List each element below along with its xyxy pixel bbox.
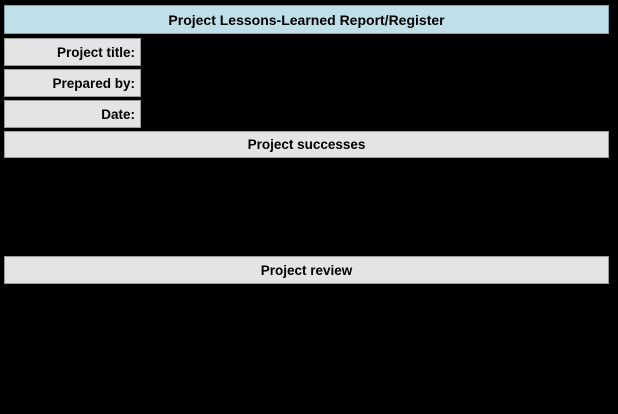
project-review-content-cell[interactable]: [4, 285, 609, 409]
project-title-value-cell[interactable]: [141, 38, 609, 66]
date-value-cell[interactable]: [141, 100, 609, 128]
report-title-bar: Project Lessons-Learned Report/Register: [4, 5, 609, 34]
prepared-by-label: Prepared by:: [4, 69, 141, 97]
project-successes-content-cell[interactable]: [4, 159, 609, 255]
project-review-heading: Project review: [260, 262, 353, 278]
project-successes-header: Project successes: [4, 131, 609, 158]
project-successes-heading: Project successes: [247, 137, 366, 152]
prepared-by-value-cell[interactable]: [141, 69, 609, 97]
report-title: Project Lessons-Learned Report/Register: [168, 11, 445, 28]
project-title-label: Project title:: [4, 38, 141, 66]
project-review-header: Project review: [4, 256, 609, 284]
date-label: Date:: [4, 100, 141, 128]
